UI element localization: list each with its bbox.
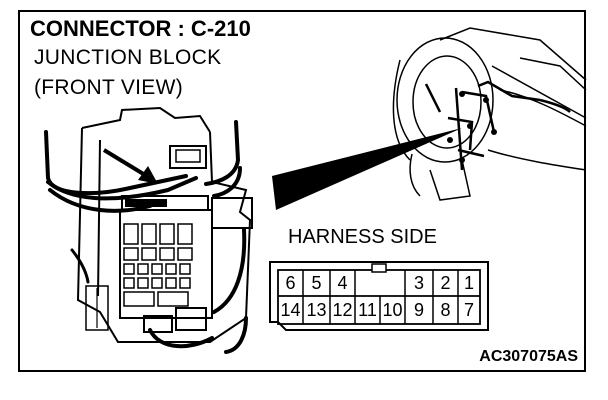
pin-number: 5 — [311, 273, 322, 293]
pin-number: 7 — [463, 300, 474, 320]
harness-side-label: HARNESS SIDE — [288, 226, 437, 248]
component-name: JUNCTION BLOCK — [34, 46, 222, 69]
wire-harness — [44, 120, 248, 354]
dashboard-dots — [447, 91, 497, 163]
diagram-frame — [18, 10, 586, 372]
connector-face — [269, 261, 489, 331]
pin-number: 10 — [382, 300, 403, 320]
pin-number: 13 — [306, 300, 327, 320]
view-label: (FRONT VIEW) — [34, 76, 184, 99]
pin-number: 1 — [463, 273, 474, 293]
pin-number: 4 — [337, 273, 348, 293]
pin-number: 11 — [358, 300, 377, 320]
pin-number: 14 — [280, 300, 301, 320]
pin-number: 2 — [440, 273, 451, 293]
pin-number: 3 — [413, 273, 424, 293]
pin-number: 6 — [285, 273, 296, 293]
connector-title: CONNECTOR : C-210 — [30, 16, 251, 41]
dashboard-wiring — [424, 80, 571, 171]
junction-block — [76, 106, 253, 343]
callout-wedge — [272, 128, 462, 210]
pin-number: 8 — [440, 300, 451, 320]
pointer-arrow — [102, 148, 158, 184]
pin-number: 12 — [332, 300, 353, 320]
pin-number: 9 — [413, 300, 424, 320]
figure-code: AC307075AS — [479, 348, 578, 365]
